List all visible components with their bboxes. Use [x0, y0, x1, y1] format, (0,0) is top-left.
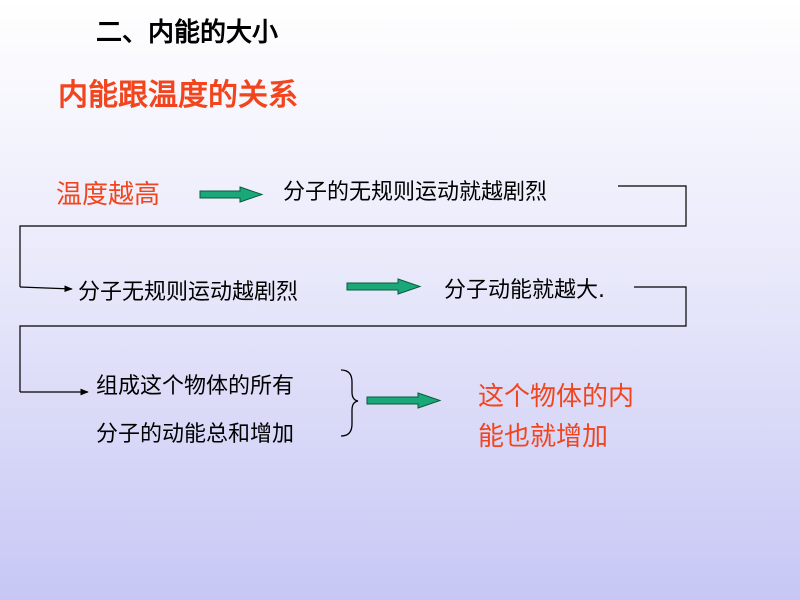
curly-brace: [340, 369, 359, 437]
arrow-right-icon: [366, 392, 442, 409]
connector-arrow: [19, 285, 73, 293]
slide-subtitle: 内能跟温度的关系: [58, 78, 298, 113]
arrow-right-icon: [346, 278, 422, 295]
arrow-right-icon: [199, 186, 264, 203]
connector-line: [19, 286, 687, 392]
slide-heading: 二、内能的大小: [96, 18, 279, 48]
step-temperature-higher: 温度越高: [56, 180, 161, 210]
connector-line: [19, 185, 687, 287]
conclusion-line1: 这个物体的内: [478, 382, 635, 412]
step-all-molecules-line2: 分子的动能总和增加: [96, 422, 295, 447]
step-molecular-motion-intense: 分子无规则运动越剧烈: [78, 280, 299, 305]
step-all-molecules-line1: 组成这个物体的所有: [96, 374, 295, 399]
step-kinetic-energy-larger: 分子动能就越大.: [444, 278, 605, 303]
step-molecular-motion-more-intense: 分子的无规则运动就越剧烈: [283, 180, 548, 205]
conclusion-line2: 能也就增加: [478, 422, 609, 452]
